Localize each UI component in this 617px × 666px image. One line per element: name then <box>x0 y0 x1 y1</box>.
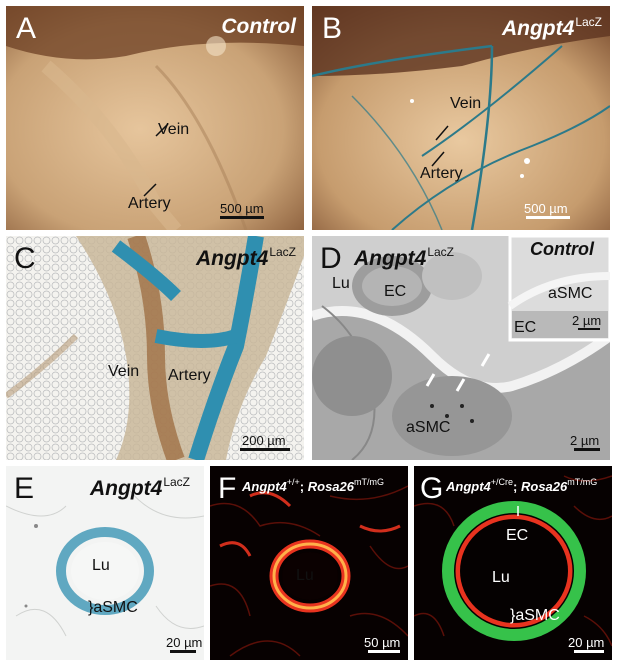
panel-c-image <box>6 236 304 460</box>
panel-d-inset-scale-label: 2 µm <box>572 313 602 328</box>
panel-e-scale-bar <box>170 650 196 653</box>
panel-b-vein-label: Vein <box>450 95 482 112</box>
panel-d-ec-label: EC <box>384 283 407 300</box>
panel-g-title-gene-a: Angpt4 <box>446 479 491 494</box>
panel-g-title-gene-b: Rosa26 <box>521 479 568 494</box>
panel-e: E Angpt4LacZ Lu }aSMC 20 µm <box>6 466 204 660</box>
panel-g-title-sup-b: mT/mG <box>567 477 598 487</box>
panel-c-title-gene: Angpt4 <box>195 247 269 270</box>
panel-a-letter: A <box>16 12 37 45</box>
panel-f: F Angpt4+/+; Rosa26mT/mG Lu 50 µm <box>210 466 408 660</box>
panel-g-scale-bar <box>574 650 604 653</box>
panel-b-artery-label: Artery <box>420 165 463 182</box>
panel-f-scale-bar <box>368 650 400 653</box>
panel-e-title-gene: Angpt4 <box>90 477 163 500</box>
panel-d-title-sup: LacZ <box>427 245 455 259</box>
panel-c-letter: C <box>14 242 36 275</box>
panel-c-scale-bar <box>240 448 290 451</box>
panel-g-letter: G <box>420 472 444 505</box>
panel-g-scale-label: 20 µm <box>568 635 605 650</box>
panel-f-title: Angpt4+/+; Rosa26mT/mG <box>242 477 384 494</box>
panel-b-title-sup: LacZ <box>575 15 602 29</box>
panel-f-lu-label: Lu <box>296 567 314 584</box>
panel-g-title-sup-a: +/Cre <box>490 477 514 487</box>
panel-c-artery-label: Artery <box>168 367 211 384</box>
panel-b-title: Angpt4LacZ <box>502 16 602 39</box>
panel-c-scale-label: 200 µm <box>242 433 286 448</box>
panel-b-image <box>312 6 610 230</box>
panel-b-title-gene: Angpt4 <box>501 17 575 40</box>
panel-a: A Control Vein Artery 500 µm <box>6 6 304 230</box>
panel-e-image <box>6 466 204 660</box>
panel-d-inset-title: Control <box>530 239 594 259</box>
panel-a-image <box>6 6 304 230</box>
panel-a-vein-label: Vein <box>158 121 190 138</box>
panel-d-asmc-label: aSMC <box>406 419 451 436</box>
panel-d-scale-bar <box>574 448 600 451</box>
panel-b: B Angpt4LacZ Vein Artery 500 µm <box>312 6 610 230</box>
panel-e-title-sup: LacZ <box>163 475 191 489</box>
panel-b-scale-bar <box>526 216 570 219</box>
panel-d-inset-asmc-label: aSMC <box>548 285 593 302</box>
panel-g-asmc-label: }aSMC <box>510 607 560 624</box>
panel-g-ec-label: EC <box>506 527 529 544</box>
panel-a-scale-label: 500 µm <box>220 201 264 216</box>
panel-a-title: Control <box>221 15 296 38</box>
panel-f-title-sup-b: mT/mG <box>354 477 384 487</box>
panel-a-artery-label: Artery <box>128 195 171 212</box>
panel-d-scale-label: 2 µm <box>570 433 600 448</box>
panel-d-lu-label: Lu <box>332 275 350 292</box>
panel-d-letter: D <box>320 242 342 275</box>
panel-g-image <box>414 466 612 660</box>
panel-c-title-sup: LacZ <box>269 245 296 259</box>
panel-f-title-gene-b: Rosa26 <box>307 479 354 494</box>
panel-c: C Angpt4LacZ Vein Artery 200 µm <box>6 236 304 460</box>
panel-g: G Angpt4+/Cre; Rosa26mT/mG EC Lu }aSMC 2… <box>414 466 612 660</box>
panel-d-image <box>312 236 610 460</box>
panel-e-scale-label: 20 µm <box>166 635 203 650</box>
panel-e-title: Angpt4LacZ <box>90 476 190 499</box>
panel-g-title-separator: ; <box>513 479 521 494</box>
panel-f-title-sup-a: +/+ <box>286 477 300 487</box>
panel-a-scale-bar <box>220 216 264 219</box>
panel-b-letter: B <box>322 12 343 45</box>
panel-c-vein-label: Vein <box>108 363 140 380</box>
panel-c-title: Angpt4LacZ <box>196 246 296 269</box>
panel-f-scale-label: 50 µm <box>364 635 401 650</box>
panel-b-scale-label: 500 µm <box>524 201 568 216</box>
panel-f-letter: F <box>218 472 237 505</box>
panel-g-title: Angpt4+/Cre; Rosa26mT/mG <box>446 477 598 494</box>
panel-d: D Angpt4LacZ Lu EC aSMC 2 µm Control aSM… <box>312 236 610 460</box>
panel-d-inset-scale-bar <box>578 328 600 330</box>
panel-d-title: Angpt4LacZ <box>354 246 454 269</box>
panel-f-title-separator: ; <box>299 479 308 494</box>
panel-e-lu-label: Lu <box>92 557 110 574</box>
panel-e-asmc-label: }aSMC <box>88 599 138 616</box>
panel-e-letter: E <box>14 472 35 505</box>
panel-f-title-gene-a: Angpt4 <box>242 479 287 494</box>
panel-g-lu-label: Lu <box>492 569 510 586</box>
panel-f-image <box>210 466 408 660</box>
panel-d-inset-ec-label: EC <box>514 319 537 336</box>
panel-d-title-gene: Angpt4 <box>354 247 427 270</box>
